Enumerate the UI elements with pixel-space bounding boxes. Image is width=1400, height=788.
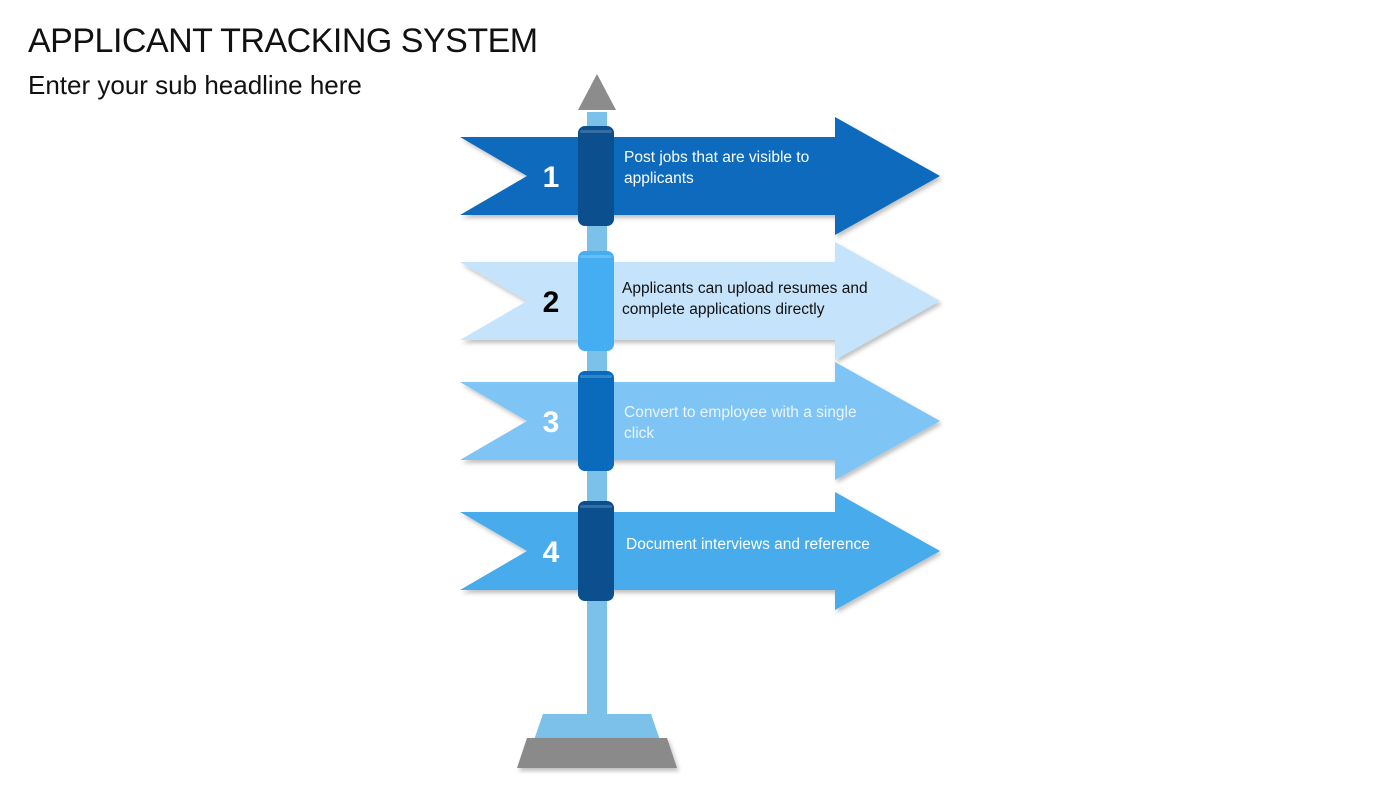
step-sign-2: 2 Applicants can upload resumes and comple… xyxy=(460,242,940,360)
step-text-4-line-1: Document interviews and reference xyxy=(626,536,870,553)
step-text-1-line-2: applicants xyxy=(624,170,694,187)
step-band-highlight-4 xyxy=(580,505,612,508)
step-band-4 xyxy=(578,501,614,601)
pole-cap-icon xyxy=(578,74,616,110)
step-text-2-line-2: complete applications directly xyxy=(622,301,825,318)
step-sign-1: 1 Post jobs that are visible to applicants xyxy=(460,117,940,235)
step-band-highlight-1 xyxy=(580,130,612,133)
signpost-base-bottom xyxy=(517,738,677,768)
step-text-3-line-1: Convert to employee with a single xyxy=(624,404,857,421)
step-band-highlight-2 xyxy=(580,255,612,258)
signpost-base-top xyxy=(534,714,660,740)
step-band-3 xyxy=(578,371,614,471)
step-arrow-3 xyxy=(460,362,940,480)
step-sign-3: 3 Convert to employee with a single click xyxy=(460,362,940,480)
step-text-3-line-2: click xyxy=(624,425,654,442)
step-band-1 xyxy=(578,126,614,226)
step-band-highlight-3 xyxy=(580,375,612,378)
page-title: APPLICANT TRACKING SYSTEM xyxy=(28,22,538,60)
step-number-4: 4 xyxy=(543,536,560,569)
step-number-1: 1 xyxy=(543,161,560,194)
step-arrow-1 xyxy=(460,117,940,235)
step-text-2-line-1: Applicants can upload resumes and xyxy=(622,280,868,297)
step-text-1-line-1: Post jobs that are visible to xyxy=(624,149,809,166)
step-number-3: 3 xyxy=(543,406,560,439)
step-number-2: 2 xyxy=(543,286,560,319)
step-sign-4: 4 Document interviews and reference xyxy=(460,492,940,610)
step-band-2 xyxy=(578,251,614,351)
page-subtitle: Enter your sub headline here xyxy=(28,70,362,100)
